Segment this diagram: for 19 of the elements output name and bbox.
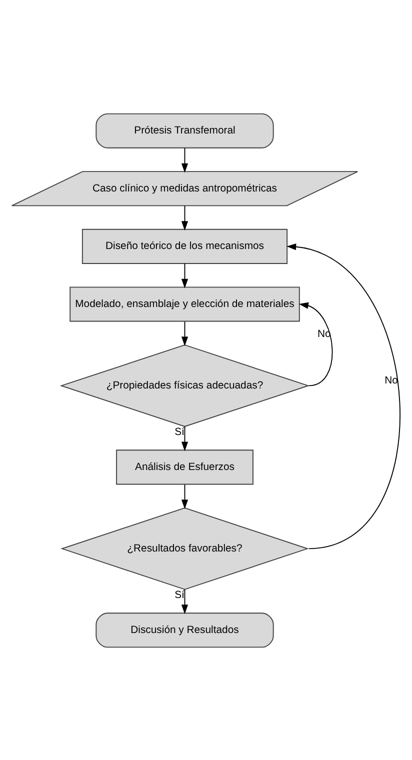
- arrow: [298, 302, 333, 386]
- arrow: [181, 320, 188, 346]
- node-box: Prótesis Transfemoral: [96, 112, 274, 148]
- node-box: Modelado, ensamblaje y elección de materiales: [70, 286, 300, 322]
- arrow: [181, 425, 188, 451]
- arrow: [181, 484, 188, 509]
- node-box: Discusión y Resultados: [96, 612, 274, 648]
- node-diamond: ¿Propiedades físicas adecuadas?: [60, 344, 310, 426]
- arrow: [181, 147, 188, 172]
- arrow: [181, 588, 188, 614]
- arrow: [286, 242, 400, 549]
- arrow: [181, 204, 188, 230]
- node-box: Diseño teórico de los mecanismos: [82, 228, 288, 264]
- arrow: [181, 262, 188, 288]
- node-box: Análisis de Esfuerzos: [116, 449, 254, 484]
- node-diamond: ¿Resultados favorables?: [60, 506, 309, 590]
- edge-label: No: [384, 374, 398, 386]
- edge-label: Sí: [174, 426, 184, 438]
- edge-label: Sí: [174, 590, 184, 601]
